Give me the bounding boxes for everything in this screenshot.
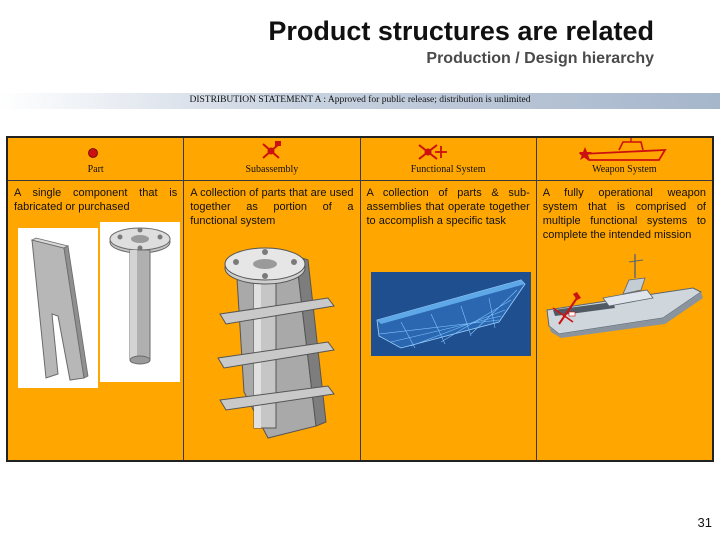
slide-subtitle: Production / Design hierarchy [426,50,654,67]
distribution-statement: DISTRIBUTION STATEMENT A : Approved for … [189,95,531,105]
column-header: Weapon System [536,138,712,181]
column-label: Part [87,164,104,175]
slide-title: Product structures are related [268,16,654,46]
subassembly-illustration [217,247,336,439]
column-functional-system: Functional System A collection of parts … [360,138,537,460]
column-label: Subassembly [245,164,299,175]
column-weapon-system: Weapon System A fully operational weapon… [536,138,712,460]
column-header: Subassembly [184,138,360,181]
column-header: Functional System [360,138,536,181]
header-band [0,93,720,109]
hierarchy-table: Part A single component that is fabricat… [6,136,714,462]
crossed-assemblies-icon [417,144,447,160]
column-label: Weapon System [592,164,657,175]
ship-outline-icon [578,138,667,161]
column-description: A collection of parts that are used toge… [190,187,354,227]
column-header: Part [8,138,184,181]
column-subassembly: Subassembly A collection of parts that a… [184,138,361,460]
column-part: Part A single component that is fabricat… [8,138,185,460]
column-label: Functional System [410,164,486,175]
part-plate-illustration [18,228,98,388]
warship-illustration [546,254,703,338]
crossed-parts-icon [262,141,282,159]
column-description: A collection of parts & sub-assemblies t… [366,187,530,227]
page-number: 31 [697,515,712,530]
column-description: A single component that is fabricated or… [14,187,178,213]
dot-icon [88,148,98,158]
column-description: A fully operational weapon system that i… [542,187,706,241]
part-shaft-illustration [100,222,180,382]
hull-illustration [370,272,531,356]
